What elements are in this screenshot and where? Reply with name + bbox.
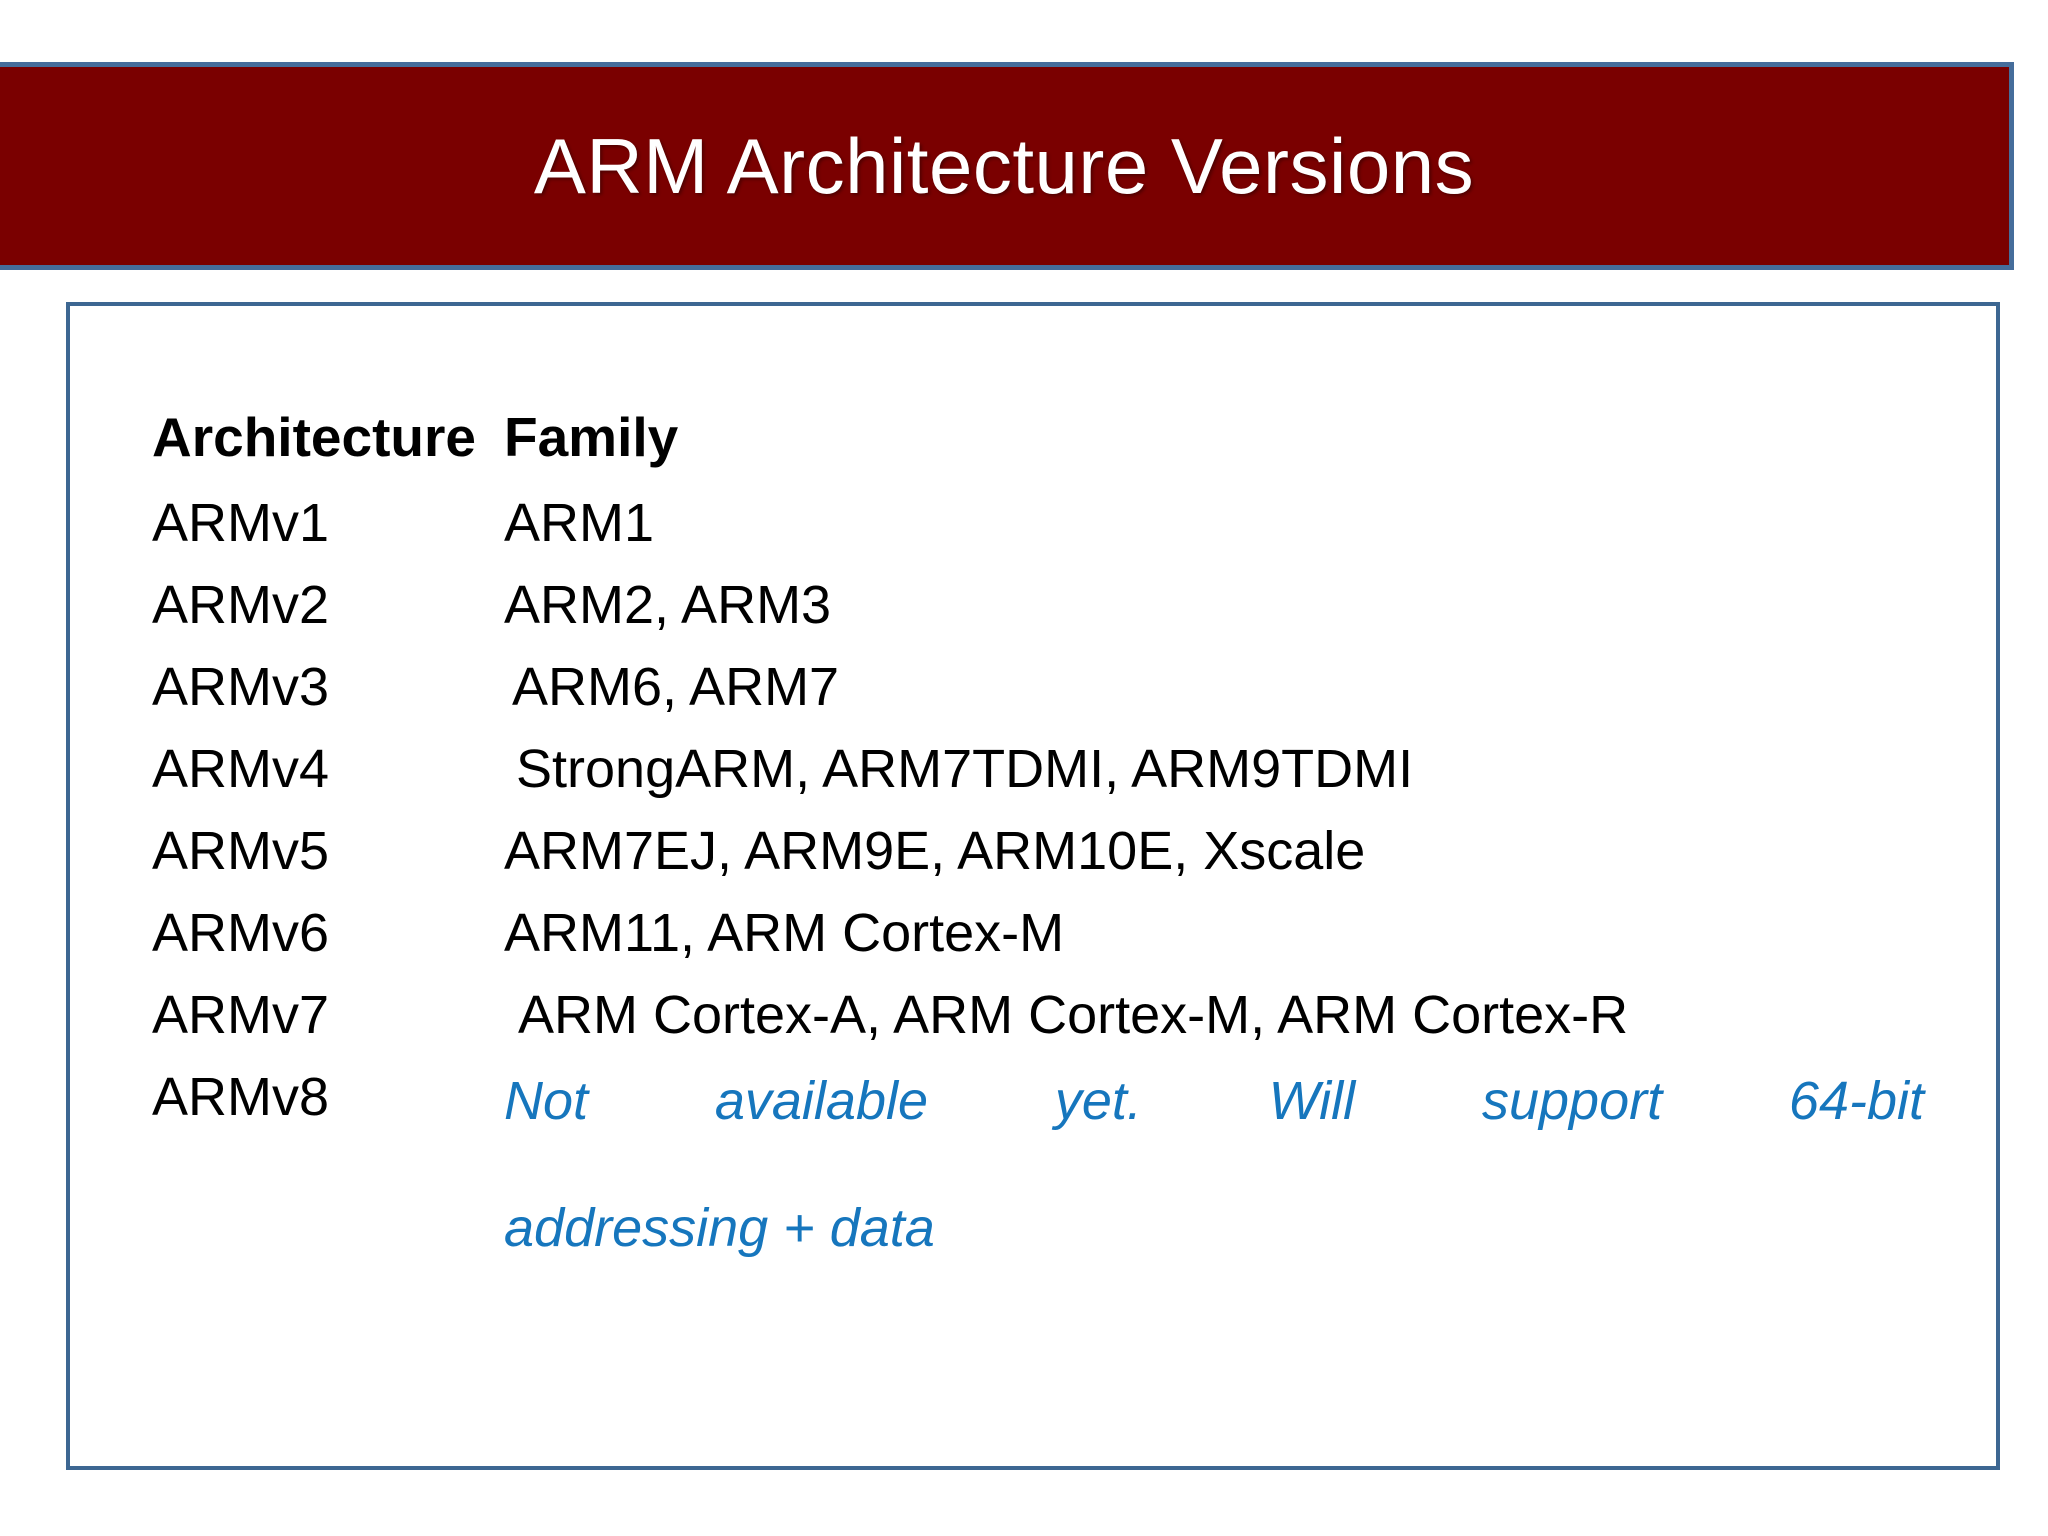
cell-architecture: ARMv5 [152,821,330,881]
table-row: ARMv5 ARM7EJ, ARM9E, ARM10E, Xscale [152,824,1962,906]
cell-family-note: Not available yet. Will support 64-bit a… [504,1070,1924,1261]
cell-architecture: ARMv8 [152,1067,330,1127]
architecture-versions-table: Architecture Family ARMv1 ARM1 ARMv2 ARM… [152,410,1962,1261]
cell-architecture: ARMv7 [152,985,330,1045]
table-row: ARMv3 ARM6, ARM7 [152,660,1962,742]
table-row: ARMv1 ARM1 [152,496,1962,578]
cell-architecture: ARMv3 [152,657,330,717]
note-line-1: Not available yet. Will support 64-bit [504,1071,1924,1131]
table-row: ARMv7 ARM Cortex-A, ARM Cortex-M, ARM Co… [152,988,1962,1070]
cell-family: StrongARM, ARM7TDMI, ARM9TDMI [516,739,1414,799]
table-row: ARMv8 Not available yet. Will support 64… [152,1070,1962,1261]
table-header-row: Architecture Family [152,410,1962,496]
slide-title-banner: ARM Architecture Versions [0,62,2014,270]
cell-family: ARM2, ARM3 [504,575,832,635]
table-row: ARMv6 ARM11, ARM Cortex-M [152,906,1962,988]
cell-family: ARM11, ARM Cortex-M [504,903,1065,963]
column-header-architecture: Architecture [152,406,476,468]
cell-family: ARM1 [504,493,655,553]
table-row: ARMv2 ARM2, ARM3 [152,578,1962,660]
cell-architecture: ARMv1 [152,493,330,553]
cell-family: ARM Cortex-A, ARM Cortex-M, ARM Cortex-R [518,985,1629,1045]
cell-family: ARM6, ARM7 [512,657,840,717]
note-line-2: addressing + data [504,1198,935,1259]
cell-family: ARM7EJ, ARM9E, ARM10E, Xscale [504,821,1366,881]
cell-architecture: ARMv6 [152,903,330,963]
slide-content-panel: Architecture Family ARMv1 ARM1 ARMv2 ARM… [66,302,2000,1470]
table-row: ARMv4 StrongARM, ARM7TDMI, ARM9TDMI [152,742,1962,824]
cell-architecture: ARMv4 [152,739,330,799]
column-header-family: Family [504,406,679,468]
cell-architecture: ARMv2 [152,575,330,635]
page-title: ARM Architecture Versions [533,122,1475,210]
